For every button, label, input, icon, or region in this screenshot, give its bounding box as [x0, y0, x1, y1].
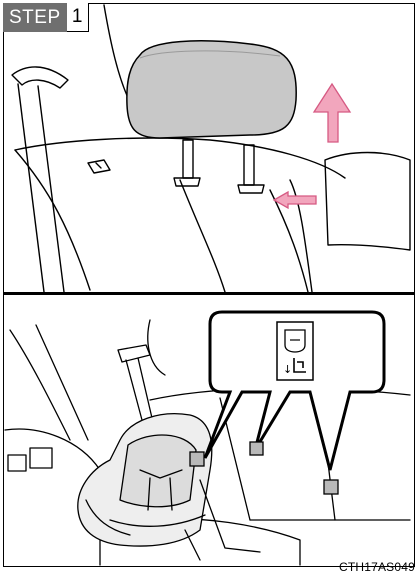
anchor-cover-center [250, 442, 263, 455]
step-number: 1 [67, 3, 89, 32]
anchor-cover-right [324, 480, 338, 494]
svg-text:↓: ↓ [283, 363, 292, 376]
headliner-line [148, 320, 165, 375]
belt-guide [118, 345, 150, 362]
anchor-cover-left [190, 452, 204, 466]
figure-code: CTH17AS049 [339, 560, 415, 574]
step-badge: STEP 1 [3, 3, 89, 32]
child-seat-anchor-icon: ↓ [277, 322, 313, 380]
door-switch [8, 455, 26, 471]
b-pillar [10, 330, 70, 440]
step-label: STEP [3, 3, 67, 32]
